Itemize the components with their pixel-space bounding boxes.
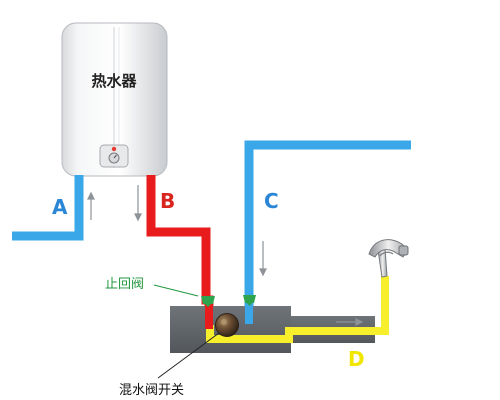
flow-arrow-a-up bbox=[87, 191, 95, 220]
water-heater: 热水器 bbox=[61, 22, 168, 177]
pipe-b-label: B bbox=[160, 189, 175, 213]
mixing-valve-switch-label: 混水阀开关 bbox=[119, 383, 184, 398]
shower-head-icon bbox=[368, 239, 409, 278]
pipe-d-label: D bbox=[348, 347, 365, 371]
check-valve-leader-line bbox=[153, 284, 199, 297]
temperature-control-panel bbox=[99, 144, 129, 168]
flow-arrow-c-down bbox=[259, 241, 267, 277]
pipe-a-cold-inlet bbox=[12, 175, 84, 241]
flow-arrow-d-right bbox=[336, 318, 364, 326]
check-valve-label: 止回阀 bbox=[105, 277, 144, 292]
mixing-valve-switch bbox=[215, 313, 239, 337]
water-heater-label: 热水器 bbox=[91, 72, 137, 90]
pipe-a-label: A bbox=[52, 195, 68, 219]
pipe-d-mixed-outlet bbox=[206, 276, 389, 343]
mixing-valve-knob-icon bbox=[215, 313, 239, 337]
pipe-c-label: C bbox=[264, 189, 279, 213]
cold-inner-pipe bbox=[245, 301, 253, 324]
mixing-valve-leader-line bbox=[157, 332, 220, 379]
indicator-light-icon bbox=[111, 146, 117, 152]
pipe-c-cold-supply bbox=[244, 140, 411, 323]
flow-arrow-b-down bbox=[134, 185, 142, 222]
hot-inner-pipe bbox=[205, 301, 213, 329]
check-valve-hot bbox=[201, 296, 215, 307]
check-valve-cold bbox=[243, 295, 256, 306]
